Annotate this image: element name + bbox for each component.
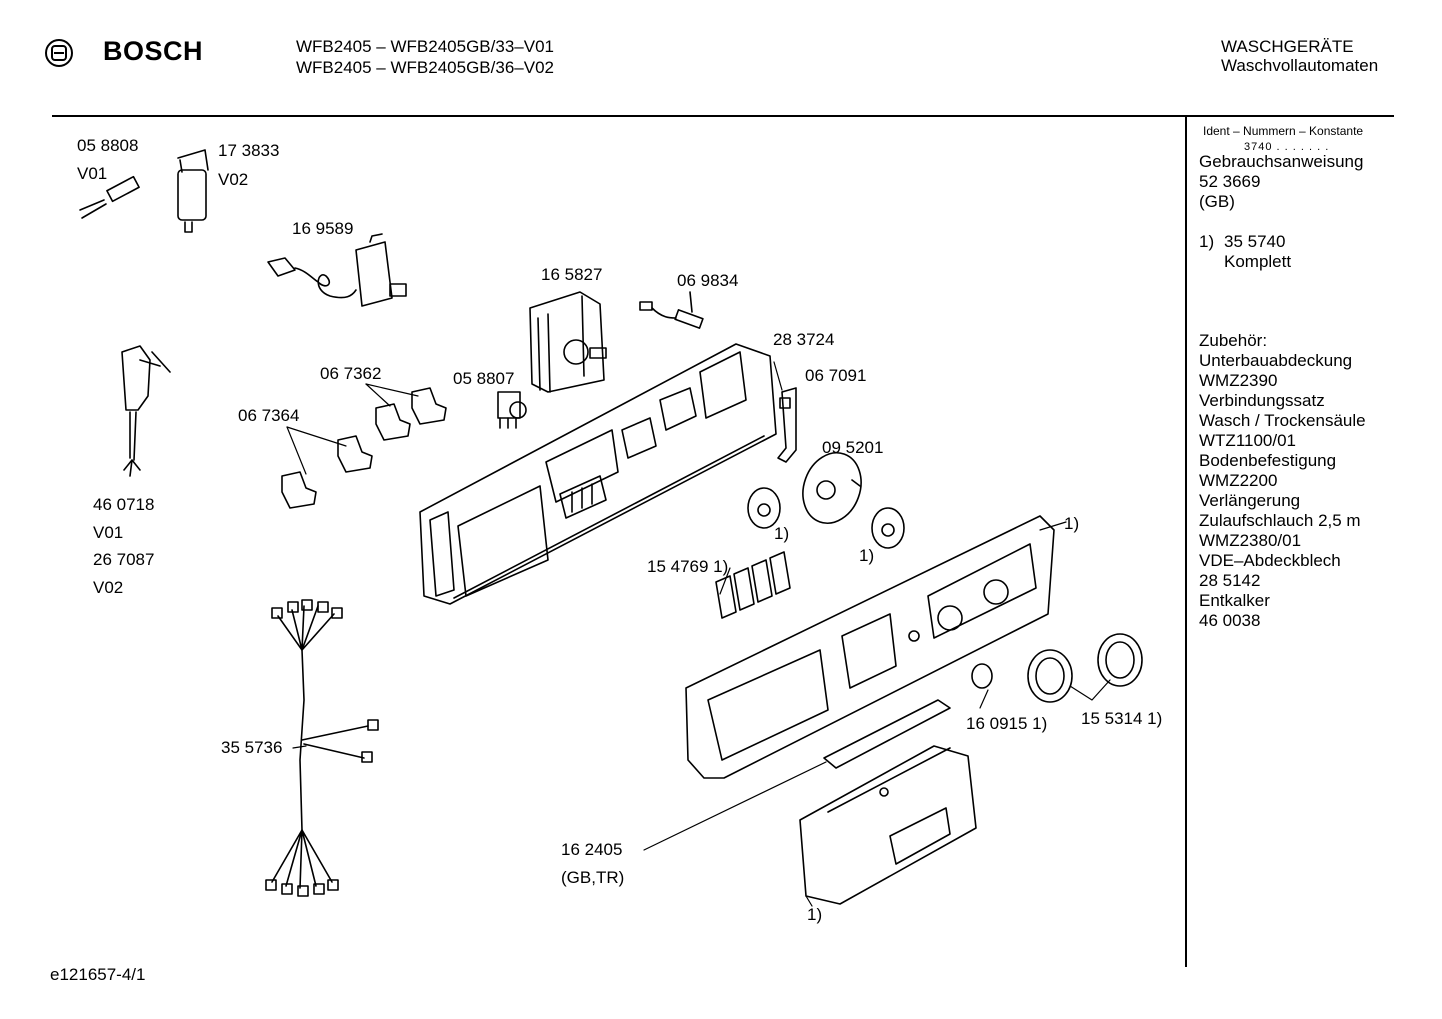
accessories-title: Zubehör:: [1199, 331, 1268, 350]
potentiometer-part-058807: [497, 391, 527, 429]
accessory-item: 46 0038: [1199, 611, 1261, 630]
capacitor-part-058808: [79, 175, 140, 219]
header-divider: [52, 115, 1394, 117]
accessory-item: Bodenbefestigung: [1199, 451, 1337, 470]
part-label-165827: 16 5827: [541, 265, 603, 284]
knob-part-160915: [971, 663, 993, 689]
manual-number: 52 3669: [1199, 172, 1261, 191]
manual-region: (GB): [1199, 192, 1235, 211]
leader-lines: [286, 361, 1111, 907]
control-panel-frame: [419, 343, 777, 605]
part-label-173833: 17 3833: [218, 141, 280, 160]
footnote-marker: 1): [1199, 232, 1215, 251]
footnote-text: Komplett: [1224, 252, 1292, 271]
lamp-part-069834: [639, 291, 704, 329]
accessory-item: Verbindungssatz: [1199, 391, 1325, 410]
version-label-v01: V01: [93, 523, 124, 542]
knob-holder-right: [871, 507, 905, 549]
accessory-item: VDE–Abdeckblech: [1199, 551, 1341, 570]
thermostat-part-169589: [267, 233, 407, 307]
footnote-ref: 1): [1064, 514, 1080, 533]
accessory-item: WMZ2380/01: [1199, 531, 1302, 550]
part-label-162405: 16 2405: [561, 840, 623, 859]
accessory-item: Wasch / Trockensäule: [1199, 411, 1366, 430]
footnote-ref: 1): [859, 546, 875, 565]
part-label-058808: 05 8808: [77, 136, 139, 155]
version-label-v02: V02: [218, 170, 249, 189]
accessory-item: WMZ2200: [1199, 471, 1278, 490]
accessory-item: 28 5142: [1199, 571, 1261, 590]
strip-part-162405: [823, 699, 951, 769]
manual-label: Gebrauchsanweisung: [1199, 152, 1364, 171]
version-label-v02: V02: [93, 578, 124, 597]
part-label-095201: 09 5201: [822, 438, 884, 457]
switch-part-067364: [281, 435, 373, 509]
ident-constant: 3740 . . . . . . .: [1244, 141, 1330, 153]
accessory-item: Entkalker: [1199, 591, 1270, 610]
detergent-drawer: [799, 745, 977, 905]
fascia-panel: [685, 515, 1055, 779]
accessory-item: Unterbauabdeckung: [1199, 351, 1353, 370]
programmer-part-165827: [529, 291, 607, 393]
knob-holder-left: [747, 487, 781, 529]
footnote-ref: 1): [774, 524, 790, 543]
filter-part-173833: [177, 149, 209, 233]
part-label-067364: 06 7364: [238, 406, 300, 425]
part-label-154769: 15 4769 1): [647, 557, 729, 576]
model-line-1: WFB2405 – WFB2405GB/33–V01: [296, 37, 554, 56]
part-label-169589: 16 9589: [292, 219, 354, 238]
footnote-ref: 1): [807, 905, 823, 924]
part-label-160915: 16 0915 1): [966, 714, 1048, 733]
document-id: e121657-4/1: [50, 965, 146, 984]
part-label-067091: 06 7091: [805, 366, 867, 385]
model-line-2: WFB2405 – WFB2405GB/36–V02: [296, 58, 554, 77]
bracket-part-067091: [777, 387, 797, 463]
accessory-item: Verlängerung: [1199, 491, 1301, 510]
accessory-item: WTZ1100/01: [1199, 431, 1297, 450]
knob-part-155314-b: [1097, 633, 1143, 687]
region-label-gbtr: (GB,TR): [561, 868, 625, 887]
version-label-v01: V01: [77, 164, 108, 183]
part-label-155314: 15 5314 1): [1081, 709, 1163, 728]
part-label-067362: 06 7362: [320, 364, 382, 383]
part-label-355736: 35 5736: [221, 738, 283, 757]
part-label-460718: 46 0718: [93, 495, 155, 514]
knob-part-155314-a: [1027, 649, 1073, 703]
footnote-number: 35 5740: [1224, 232, 1286, 251]
ident-title: Ident – Nummern – Konstante: [1203, 124, 1364, 138]
sidebar-divider: [1185, 117, 1187, 967]
accessory-item: Zulaufschlauch 2,5 m: [1199, 511, 1361, 530]
bosch-logo-icon: [45, 39, 73, 67]
wiring-harness-part-355736: [265, 599, 379, 897]
category-line-1: WASCHGERÄTE: [1221, 37, 1354, 56]
part-label-283724: 28 3724: [773, 330, 835, 349]
mains-plug-part-460718: [121, 345, 171, 477]
category-line-2: Waschvollautomaten: [1221, 56, 1379, 75]
part-label-058807: 05 8807: [453, 369, 515, 388]
knob-plate-part-095201: [802, 452, 862, 524]
switch-part-067362: [375, 387, 447, 441]
accessory-item: WMZ2390: [1199, 371, 1278, 390]
brand-name: BOSCH: [103, 36, 204, 66]
button-set-part-154769: [715, 551, 791, 619]
part-label-069834: 06 9834: [677, 271, 739, 290]
part-label-267087: 26 7087: [93, 550, 155, 569]
